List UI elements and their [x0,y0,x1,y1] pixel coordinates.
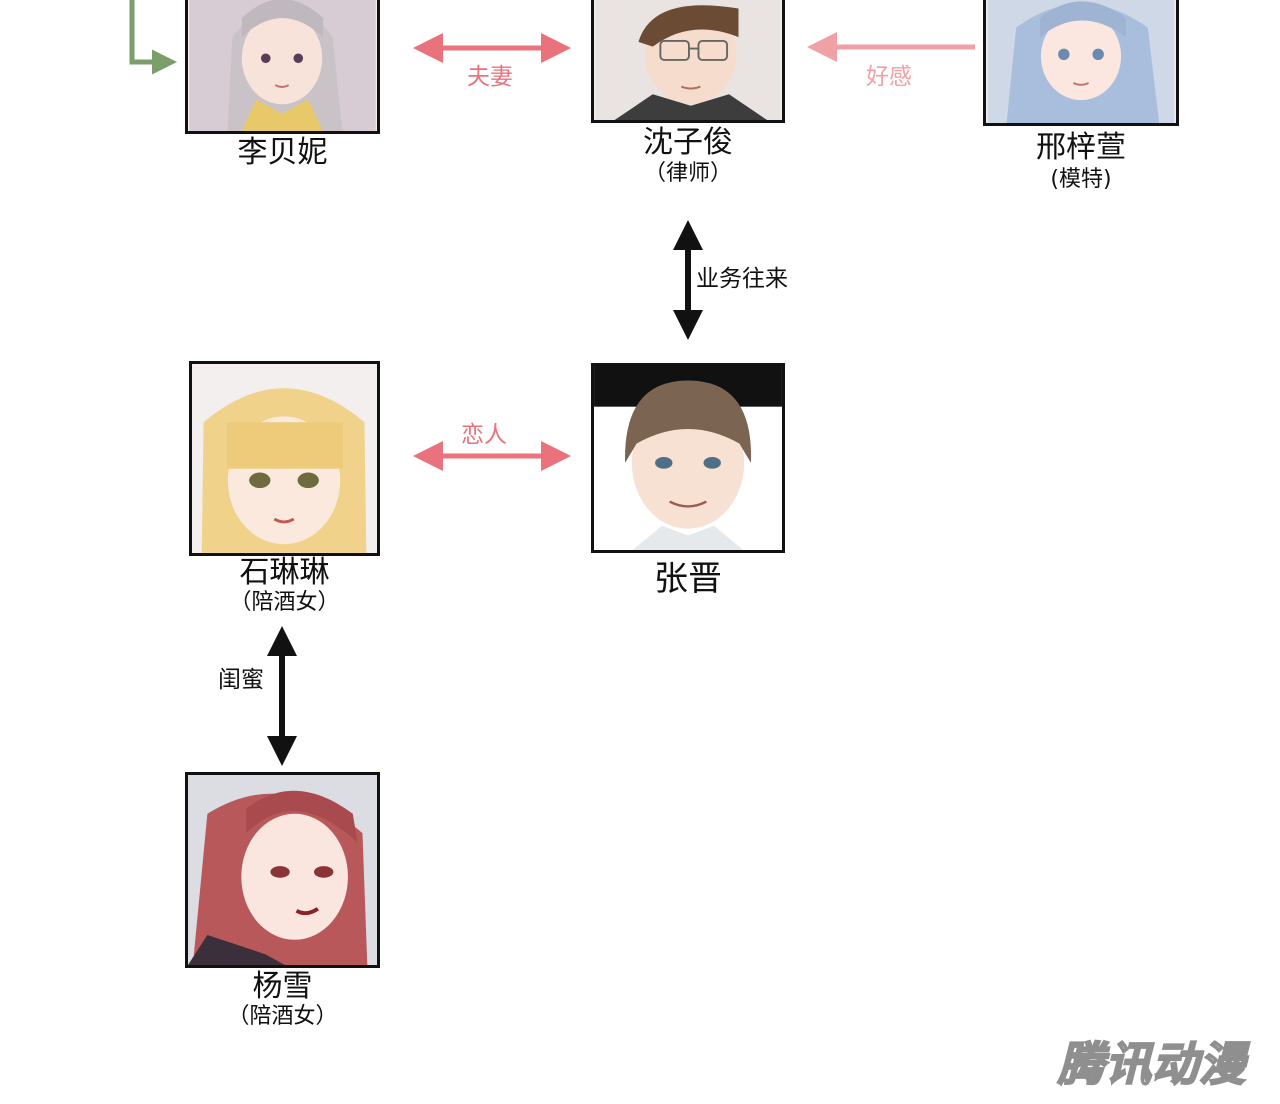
name-xing-zixuan: 邢梓萱 [1036,130,1126,165]
portrait-shi-linlin [189,361,380,556]
name-zhang-jin: 张晋 [654,559,722,599]
name-shen-zijun: 沈子俊 [643,125,733,160]
avatar [595,0,781,120]
avatar [594,366,782,550]
role-xing-zixuan: (模特) [1050,167,1112,192]
role-yang-xue: （陪酒女） [227,1004,338,1029]
watermark-logo: 腾讯动漫 [1057,1036,1246,1092]
avatar [192,364,377,553]
portrait-li-beini [185,0,380,134]
green-connector-arrow [129,0,177,75]
avatar [188,775,377,965]
role-shi-linlin: （陪酒女） [229,590,340,615]
avatar [189,0,376,131]
portrait-yang-xue [185,772,380,968]
portrait-xing-zixuan [983,0,1179,126]
name-yang-xue: 杨雪 [252,969,313,1004]
name-shi-linlin: 石琳琳 [239,555,330,590]
portrait-zhang-jin [591,363,785,553]
avatar [987,0,1175,123]
label-business: 业务往来 [696,266,788,292]
label-crush: 好感 [866,64,912,90]
name-li-beini: 李贝妮 [237,135,328,170]
portrait-shen-zijun [591,0,785,123]
role-shen-zijun: （律师） [643,161,732,186]
label-best-friends: 闺蜜 [218,667,264,693]
label-spouse: 夫妻 [467,64,513,90]
label-lovers: 恋人 [461,422,507,448]
